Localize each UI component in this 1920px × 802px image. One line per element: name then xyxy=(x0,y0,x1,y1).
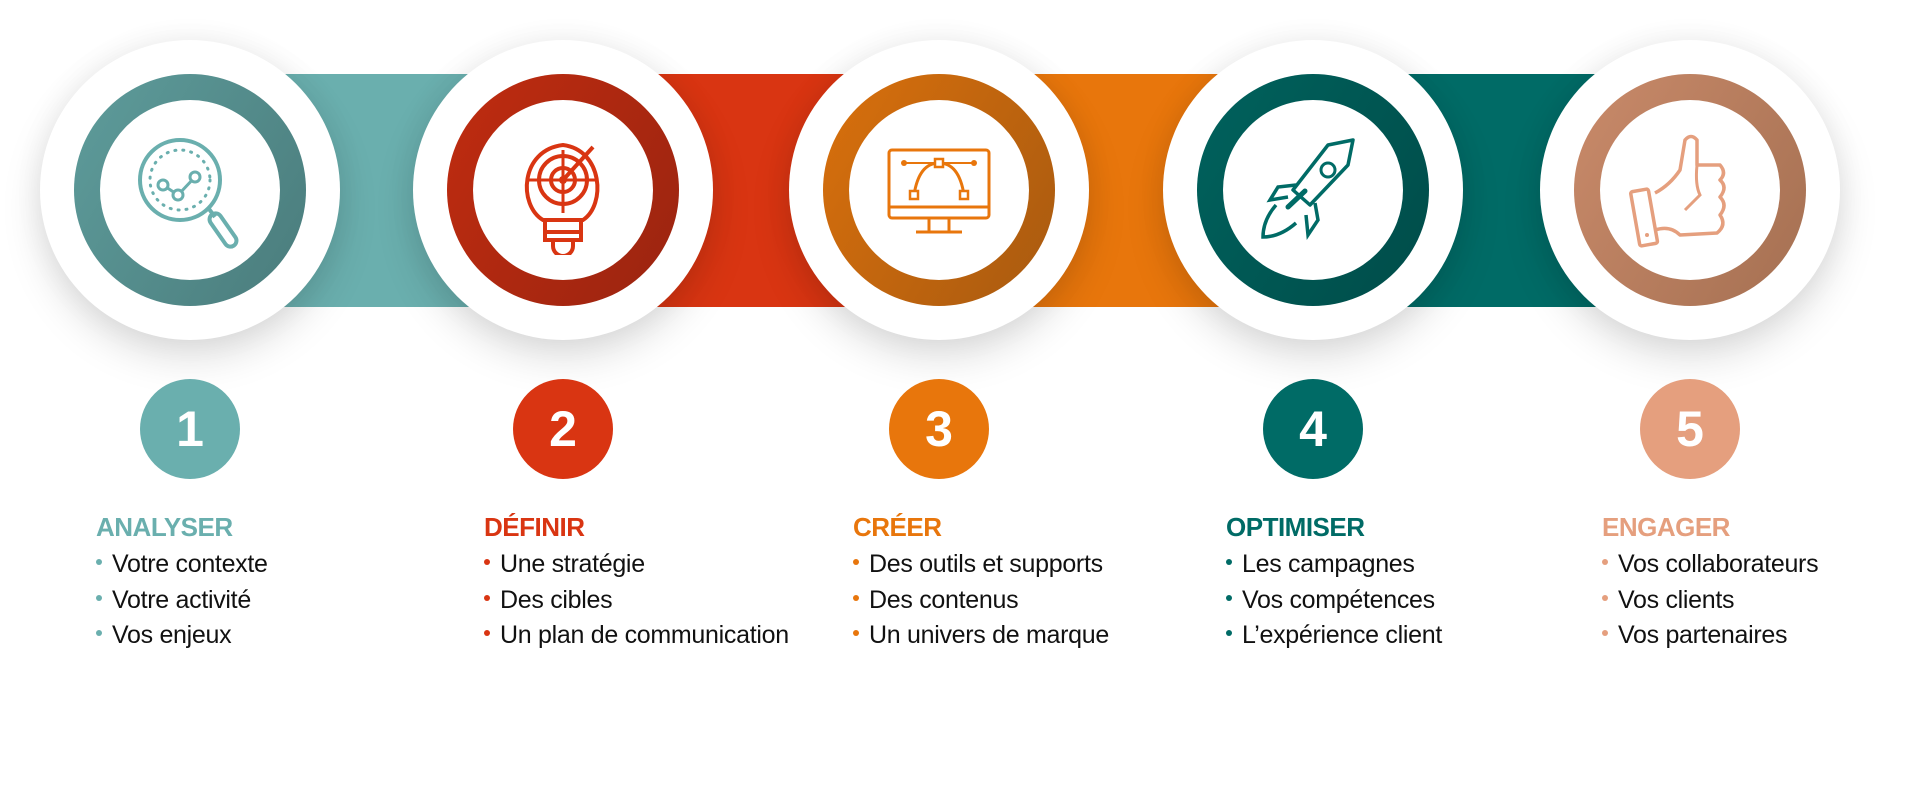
bullet-icon xyxy=(853,630,859,637)
item-text: Des cibles xyxy=(500,585,613,614)
item-text: Votre activité xyxy=(112,585,251,614)
step-list-item: Un plan de communication xyxy=(484,618,824,654)
item-text: Votre contexte xyxy=(112,550,268,578)
step-list-item: L’expérience client xyxy=(1226,618,1566,654)
thumbs-up-icon xyxy=(1629,134,1726,248)
item-text: Des outils et supports xyxy=(869,550,1103,578)
step-3-circle xyxy=(789,40,1089,340)
item-text: Vos partenaires xyxy=(1618,621,1788,649)
step-list-item: Vos enjeux xyxy=(96,618,436,654)
step-title: ANALYSER xyxy=(96,512,233,542)
step-title: CRÉER xyxy=(853,512,942,542)
step-icon-holder xyxy=(849,100,1029,280)
step-number-badge: 4 xyxy=(1263,379,1363,479)
step-icon-holder xyxy=(1223,100,1403,280)
bullet-icon xyxy=(484,630,490,637)
bullet-icon xyxy=(1602,559,1608,566)
step-number-badge: 3 xyxy=(889,379,989,479)
item-text: Vos enjeux xyxy=(112,621,232,649)
bullet-icon xyxy=(1602,594,1608,601)
bullet-icon xyxy=(1226,630,1232,637)
bullet-icon xyxy=(96,594,102,601)
target-bulb-icon xyxy=(524,142,600,255)
step-list-item: Vos clients xyxy=(1602,583,1920,619)
step-title: DÉFINIR xyxy=(484,512,585,542)
magnifier-chart-icon xyxy=(138,138,239,249)
bullet-icon xyxy=(484,559,490,566)
bullet-icon xyxy=(484,594,490,601)
step-1-circle xyxy=(40,40,340,340)
rocket-icon xyxy=(1261,138,1355,241)
bullet-icon xyxy=(1226,559,1232,566)
step-list-item: Vos partenaires xyxy=(1602,618,1920,654)
step-2-circle xyxy=(413,40,713,340)
step-list-item: Votre contexte xyxy=(96,547,436,583)
bullet-icon xyxy=(96,630,102,637)
step-title: OPTIMISER xyxy=(1226,512,1365,542)
item-text: Des contenus xyxy=(869,585,1019,614)
bullet-icon xyxy=(853,594,859,601)
step-5-circle xyxy=(1540,40,1840,340)
bullet-icon xyxy=(96,559,102,566)
step-list-item: Des contenus xyxy=(853,583,1193,619)
step-list-item: Votre activité xyxy=(96,583,436,619)
step-list-item: Des outils et supports xyxy=(853,547,1193,583)
step-title: ENGAGER xyxy=(1602,512,1730,542)
step-number-badge: 1 xyxy=(140,379,240,479)
item-text: Vos clients xyxy=(1618,585,1735,614)
item-text: Un univers de marque xyxy=(869,621,1109,649)
bullet-icon xyxy=(853,559,859,566)
step-list-item: Une stratégie xyxy=(484,547,824,583)
step-icon-holder xyxy=(473,100,653,280)
step-number-badge: 2 xyxy=(513,379,613,479)
monitor-bezier-icon xyxy=(887,148,991,234)
item-text: Une stratégie xyxy=(500,550,645,578)
step-number-badge: 5 xyxy=(1640,379,1740,479)
step-4-circle xyxy=(1163,40,1463,340)
step-icon-holder xyxy=(1600,100,1780,280)
bullet-icon xyxy=(1602,630,1608,637)
item-text: Les campagnes xyxy=(1242,550,1415,578)
step-list-item: Les campagnes xyxy=(1226,547,1566,583)
item-text: Vos collaborateurs xyxy=(1618,550,1819,578)
bullet-icon xyxy=(1226,594,1232,601)
item-text: Un plan de communication xyxy=(500,621,789,649)
step-icon-holder xyxy=(100,100,280,280)
step-list-item: Vos collaborateurs xyxy=(1602,547,1920,583)
step-list-item: Un univers de marque xyxy=(853,618,1193,654)
item-text: L’expérience client xyxy=(1242,621,1442,649)
step-list-item: Vos compétences xyxy=(1226,583,1566,619)
item-text: Vos compétences xyxy=(1242,585,1435,614)
step-list-item: Des cibles xyxy=(484,583,824,619)
